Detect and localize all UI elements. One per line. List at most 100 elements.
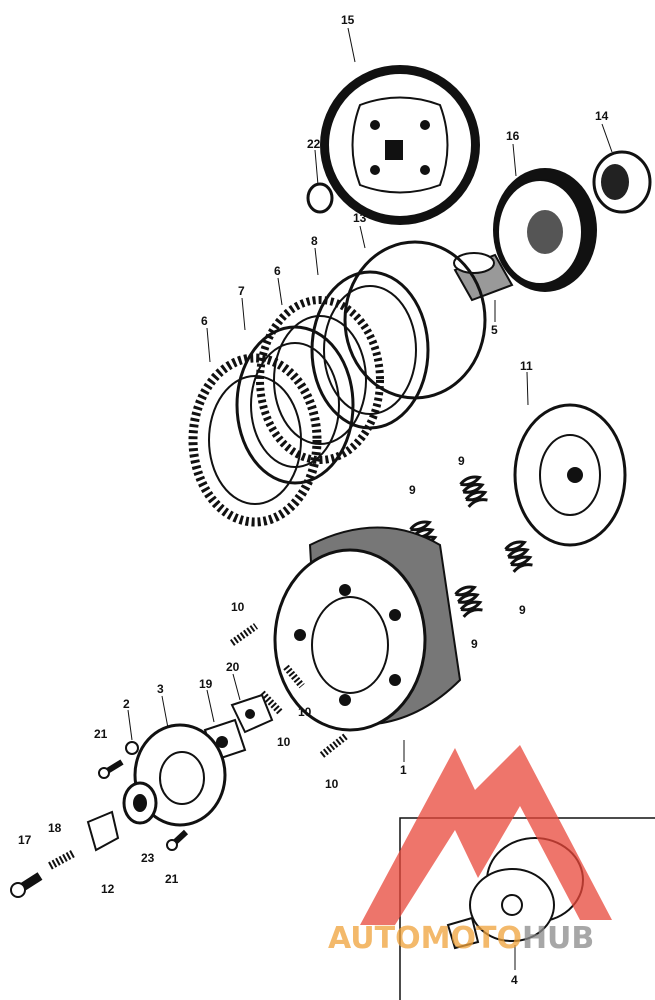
callout-9: 9: [519, 603, 526, 617]
drum-16-hub: [527, 210, 563, 254]
gear-15-hub: [385, 140, 403, 160]
friction-6-rear-ring: [256, 296, 384, 464]
gear-15-hole: [420, 120, 430, 130]
callout-19: 19: [199, 677, 213, 691]
leader-8: [314, 247, 319, 276]
holder-12-body: [86, 810, 120, 852]
plate-7-inner: [250, 342, 340, 468]
callout-11: 11: [520, 359, 533, 373]
part-cap-14: [592, 150, 652, 214]
part-bushing-5: [453, 252, 514, 302]
part-plate-7: [235, 325, 355, 485]
callout-21-lower: 21: [165, 872, 179, 886]
part-friction-disc-6-front: [188, 353, 322, 527]
friction-6-front-inner: [208, 375, 302, 505]
plate-7-outer: [235, 325, 355, 485]
springs-10: [229, 623, 349, 758]
spring-9: [409, 520, 438, 553]
watermark-logo: AUTOMOTOHUB: [328, 745, 612, 956]
watermark-triangle-icon: [360, 745, 612, 925]
leader-3: [161, 695, 169, 729]
callout-6-rear: 6: [274, 264, 281, 278]
springs-9: [409, 475, 533, 618]
cam-20-hole: [245, 709, 255, 719]
callout-2: 2: [123, 697, 130, 711]
pushrod-17-head: [10, 882, 26, 898]
callout-16: 16: [506, 129, 520, 143]
screw-21-head: [166, 839, 178, 851]
callout-8: 8: [311, 234, 318, 248]
housing-1-face: [273, 548, 427, 732]
plate-11-boss: [567, 467, 583, 483]
housing-1-bore: [311, 596, 389, 694]
part-housing-1: [273, 526, 462, 732]
leader-2: [127, 709, 133, 741]
friction-6-front-ring: [188, 353, 322, 527]
inset-plate-hole: [501, 894, 523, 916]
spring-9: [454, 585, 483, 618]
housing-1-hole: [339, 584, 351, 596]
leader-16: [512, 143, 517, 177]
leader-15: [347, 27, 356, 63]
leader-20: [232, 673, 241, 701]
spring-9: [459, 475, 488, 508]
callout-4: 4: [511, 973, 518, 987]
plate-8-inner: [323, 285, 417, 415]
cover-3-center: [159, 751, 205, 805]
part-drum-16: [493, 168, 597, 292]
callout-9: 9: [409, 483, 416, 497]
callout-10: 10: [298, 705, 312, 719]
inset-border: [399, 817, 655, 1000]
leader-22: [314, 149, 319, 186]
plate-8-outer: [310, 270, 430, 430]
housing-1-hole: [339, 694, 351, 706]
callout-5: 5: [491, 323, 498, 337]
cap-14-inner: [601, 164, 629, 200]
part-holder-12: [86, 810, 120, 852]
part-screw-21-lower: [166, 829, 189, 851]
callout-13: 13: [353, 211, 367, 225]
housing-1-hole: [389, 609, 401, 621]
watermark-moto: MOTO: [421, 921, 522, 956]
callout-23: 23: [141, 851, 155, 865]
leader-11: [526, 371, 529, 406]
callout-20: 20: [226, 660, 240, 674]
bearing-23-inner: [133, 794, 147, 812]
inset-nut: [446, 916, 480, 950]
cover-3-rim: [133, 723, 227, 827]
part-circlip-22: [306, 182, 334, 214]
callout-14: 14: [595, 109, 609, 123]
callout-10: 10: [277, 735, 291, 749]
friction-6-rear-inner: [273, 315, 367, 445]
watermark-hub: HUB: [522, 921, 594, 956]
part-gear-15: [320, 65, 480, 225]
spring-10: [229, 623, 259, 646]
callout-1: 1: [400, 763, 407, 777]
watermark-auto: AUTO: [328, 921, 421, 956]
plate-11-inner: [539, 434, 601, 516]
callout-9: 9: [471, 637, 478, 651]
leader-lines: [127, 27, 613, 970]
gear-15-hole: [420, 165, 430, 175]
leader-13: [359, 225, 366, 249]
callout-17: 17: [18, 833, 32, 847]
bushing-5-end: [453, 252, 495, 274]
gear-15-hole: [370, 165, 380, 175]
callout-10: 10: [325, 777, 339, 791]
gear-15-plate: [351, 96, 449, 194]
callout-12: 12: [101, 882, 115, 896]
callout-10: 10: [231, 600, 245, 614]
housing-1-hole: [389, 674, 401, 686]
part-cover-3: [133, 723, 227, 827]
part-cam-20: [230, 693, 274, 734]
leader-6b: [277, 277, 283, 306]
callout-7: 7: [238, 284, 245, 298]
spring-10: [283, 664, 305, 689]
inset-plate-front: [469, 868, 555, 942]
gear-15-hole: [370, 120, 380, 130]
part-spring-18: [48, 849, 76, 870]
leader-6a: [206, 327, 211, 363]
leader-19: [206, 689, 215, 723]
